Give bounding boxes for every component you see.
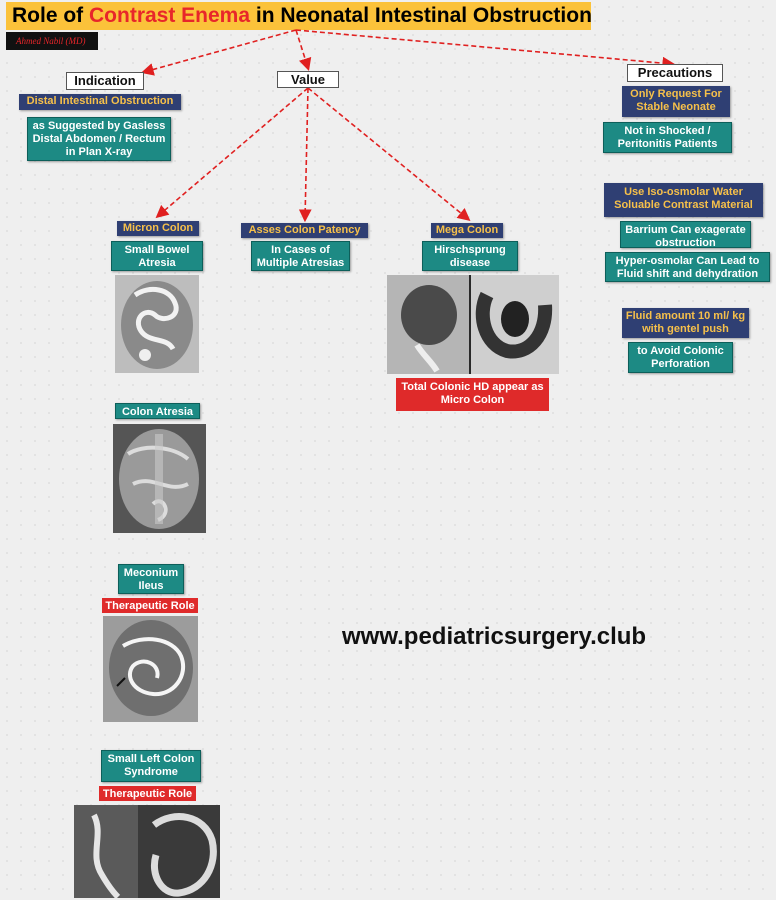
arrow-to-value bbox=[295, 29, 312, 72]
xray-hirschsprung bbox=[387, 275, 559, 374]
precaution-avoid-perforation: to Avoid Colonic Perforation bbox=[628, 342, 733, 373]
website-url: www.pediatricsurgery.club bbox=[342, 623, 647, 650]
colon-patency-label: Asses Colon Patency bbox=[241, 223, 368, 238]
precaution-stable-neonate: Only Request For Stable Neonate bbox=[622, 86, 730, 117]
precaution-barium: Barrium Can exagerate obstruction bbox=[620, 221, 751, 249]
xray-colon-atresia bbox=[113, 424, 206, 533]
arrow-to-mega-colon bbox=[307, 87, 471, 222]
indication-detail: as Suggested by Gasless Distal Abdomen /… bbox=[27, 117, 171, 161]
value-header: Value bbox=[277, 71, 339, 88]
precaution-fluid-amount: Fluid amount 10 ml/ kg with gentel push bbox=[622, 308, 749, 338]
small-bowel-atresia-label: Small Bowel Atresia bbox=[111, 241, 203, 271]
author-badge: Ahmed Nabil (MD) bbox=[6, 32, 98, 50]
precaution-hyper-osmolar: Hyper-osmolar Can Lead to Fluid shift an… bbox=[605, 252, 770, 282]
total-colonic-hd-label: Total Colonic HD appear as Micro Colon bbox=[396, 378, 549, 411]
page-title: Role of Contrast Enema in Neonatal Intes… bbox=[6, 2, 592, 30]
xray-small-bowel-atresia bbox=[115, 275, 199, 373]
multiple-atresias-label: In Cases of Multiple Atresias bbox=[251, 241, 350, 271]
xray-small-left-colon bbox=[74, 805, 220, 898]
precaution-iso-osmolar: Use Iso-osmolar Water Soluable Contrast … bbox=[604, 183, 763, 217]
hirschsprung-label: Hirschsprung disease bbox=[422, 241, 518, 271]
title-prefix: Role of bbox=[12, 4, 89, 27]
therapeutic-role-badge-2: Therapeutic Role bbox=[99, 786, 196, 801]
precautions-header: Precautions bbox=[627, 64, 723, 82]
indication-main: Distal Intestinal Obstruction bbox=[19, 94, 181, 110]
meconium-ileus-label: Meconium Ileus bbox=[118, 564, 184, 594]
small-left-colon-label: Small Left Colon Syndrome bbox=[101, 750, 201, 782]
precaution-not-shocked: Not in Shocked / Peritonitis Patients bbox=[603, 122, 732, 153]
therapeutic-role-badge-1: Therapeutic Role bbox=[102, 598, 198, 613]
arrow-to-colon-patency bbox=[298, 87, 312, 223]
xray-meconium-ileus bbox=[103, 616, 198, 722]
title-highlight: Contrast Enema bbox=[89, 4, 251, 27]
indication-header: Indication bbox=[66, 72, 144, 90]
arrow-to-indication bbox=[140, 29, 297, 76]
arrow-to-precautions bbox=[295, 29, 676, 70]
title-suffix: in Neonatal Intestinal Obstruction bbox=[250, 4, 592, 27]
micro-colon-label: Micron Colon bbox=[117, 221, 199, 236]
mega-colon-label: Mega Colon bbox=[431, 223, 503, 238]
colon-atresia-label: Colon Atresia bbox=[115, 403, 200, 419]
